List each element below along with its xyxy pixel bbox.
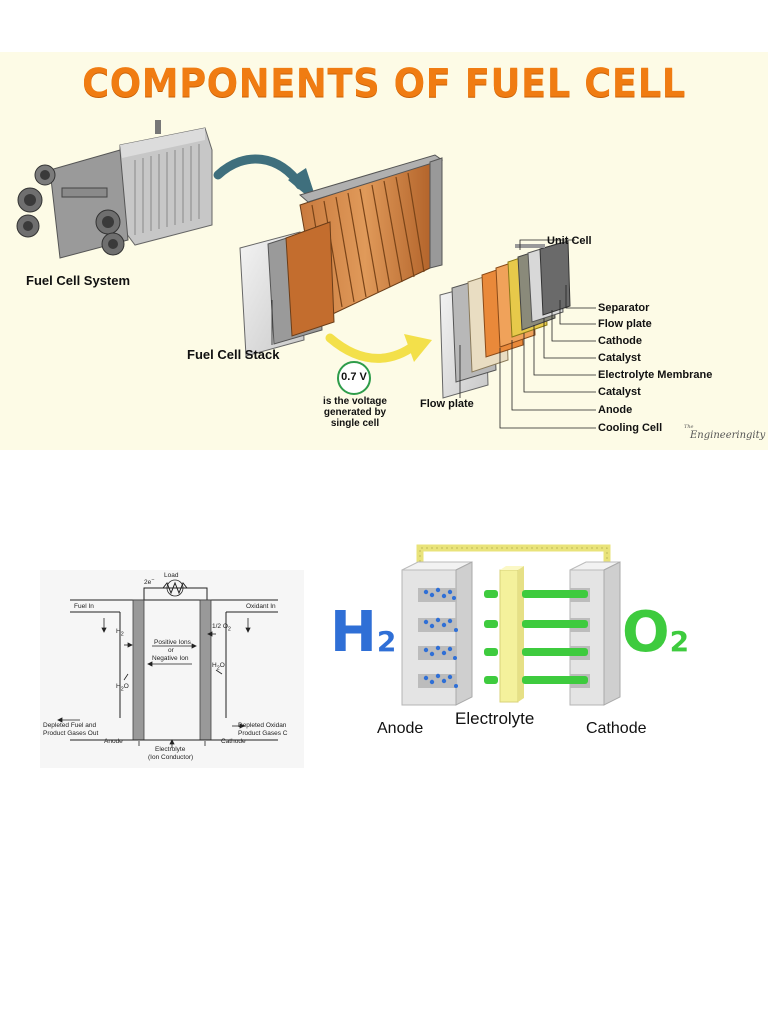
h2o-right-o: O	[219, 662, 225, 669]
anode-block	[401, 561, 473, 706]
half-o2-text: 1/2 O	[212, 623, 228, 630]
ion-conductor-label: (Ion Conductor)	[148, 754, 194, 761]
depleted-fuel-line-2: Product Gases Out	[43, 730, 99, 737]
electron-label: 2e−	[144, 577, 154, 586]
electron-text: 2e	[144, 579, 152, 587]
depleted-fuel-label: Depleted Fuel and Product Gases Out	[43, 722, 98, 738]
fuel-cell-stack-label: Fuel Cell Stack	[187, 347, 280, 362]
fuel-in-label: Fuel In	[74, 603, 94, 610]
part-label-electrolyte-membrane: Electrolyte Membrane	[598, 369, 713, 381]
leader-lines	[271, 285, 596, 429]
h2o-left-o: O	[123, 683, 129, 690]
fuel-cell-schematic-diagram	[40, 570, 304, 768]
yellow-arrowhead-icon	[404, 334, 432, 362]
voltage-value: 0.7 V	[341, 371, 367, 383]
or-label: or	[168, 647, 174, 654]
h2-text: H	[116, 628, 121, 635]
teal-arrow-icon	[213, 154, 305, 190]
schematic-cathode-label: Cathode	[221, 738, 246, 745]
o2-formula: O2	[622, 603, 689, 672]
part-label-catalyst-lower: Catalyst	[598, 386, 641, 398]
watermark-prefix: The	[684, 424, 694, 430]
h2o-left-h: H	[116, 683, 121, 690]
h2o-right-label: H2O	[212, 662, 225, 671]
voltage-caption: is the voltage generated by single cell	[305, 396, 405, 429]
oxygen-particles	[484, 590, 588, 684]
load-label: Load	[164, 572, 179, 579]
yellow-arrow-icon	[325, 333, 420, 363]
depleted-oxidant-line-2: Product Gases C	[238, 730, 288, 737]
flow-plate-label: Flow plate	[420, 398, 474, 410]
hydrogen-particles	[423, 587, 458, 688]
load-resistor-icon	[162, 581, 188, 595]
part-label-cooling-cell: Cooling Cell	[598, 422, 663, 434]
load-circle-icon	[166, 579, 184, 597]
h2-label: H2	[116, 628, 124, 637]
schematic-electrolyte-label: Electrolyte	[155, 746, 186, 753]
oxidant-in-label: Oxidant In	[246, 603, 276, 610]
electrolyte-membrane	[499, 566, 524, 703]
part-label-catalyst-upper: Catalyst	[598, 352, 641, 364]
negative-ion-label: Negative Ion	[152, 655, 189, 662]
h2o-right-h: H	[212, 662, 217, 669]
h2-subscript: 2	[120, 631, 124, 638]
anode-electrode	[132, 599, 145, 741]
o2-sub: 2	[669, 625, 690, 658]
part-label-anode: Anode	[598, 404, 633, 416]
voltage-badge-circle	[337, 361, 371, 395]
cathode-label: Cathode	[586, 720, 647, 737]
part-label-separator: Separator	[598, 302, 650, 314]
fuel-cell-system-module	[16, 120, 213, 259]
electrolyte-label: Electrolyte	[455, 709, 535, 728]
schematic-anode-label: Anode	[104, 738, 123, 745]
h2-sub: 2	[376, 625, 397, 658]
h2-main: H	[330, 600, 377, 665]
part-label-cathode: Cathode	[598, 335, 642, 347]
unit-cell-exploded	[439, 240, 571, 399]
unit-cell-label: Unit Cell	[547, 235, 592, 247]
depleted-oxidant-label: Depleted Oxidan Product Gases C	[238, 722, 288, 738]
voltage-caption-line-2: generated by	[323, 407, 387, 418]
o2-main: O	[622, 600, 670, 665]
fuel-cell-3d-illustration	[401, 544, 621, 706]
h2o-left-subscript: 2	[120, 686, 124, 693]
cathode-block	[569, 561, 621, 706]
watermark-logo: Engineeringity	[690, 430, 766, 441]
h2o-right-subscript: 2	[216, 665, 220, 672]
depleted-fuel-line-1: Depleted Fuel and	[43, 722, 97, 729]
voltage-caption-line-1: is the voltage	[323, 396, 387, 407]
depleted-oxidant-line-1: Depleted Oxidan	[238, 722, 287, 729]
page-title: COMPONENTS OF FUEL CELL	[82, 60, 686, 107]
part-label-flow-plate: Flow plate	[598, 318, 652, 330]
anode-label: Anode	[377, 720, 424, 737]
half-o2-subscript: 2	[227, 626, 231, 633]
electron-superscript: −	[151, 577, 155, 583]
half-o2-label: 1/2 O2	[212, 623, 231, 632]
h2o-left-label: H2O	[116, 683, 129, 692]
positive-ions-label: Positive Ions	[154, 639, 191, 646]
fuel-cell-stack-exploded	[239, 154, 444, 357]
h2-formula: H2	[330, 603, 396, 672]
cathode-electrode	[199, 599, 212, 741]
fuel-cell-components-illustration	[16, 120, 596, 429]
fuel-cell-system-label: Fuel Cell System	[26, 273, 131, 288]
voltage-caption-line-3: single cell	[330, 418, 380, 429]
